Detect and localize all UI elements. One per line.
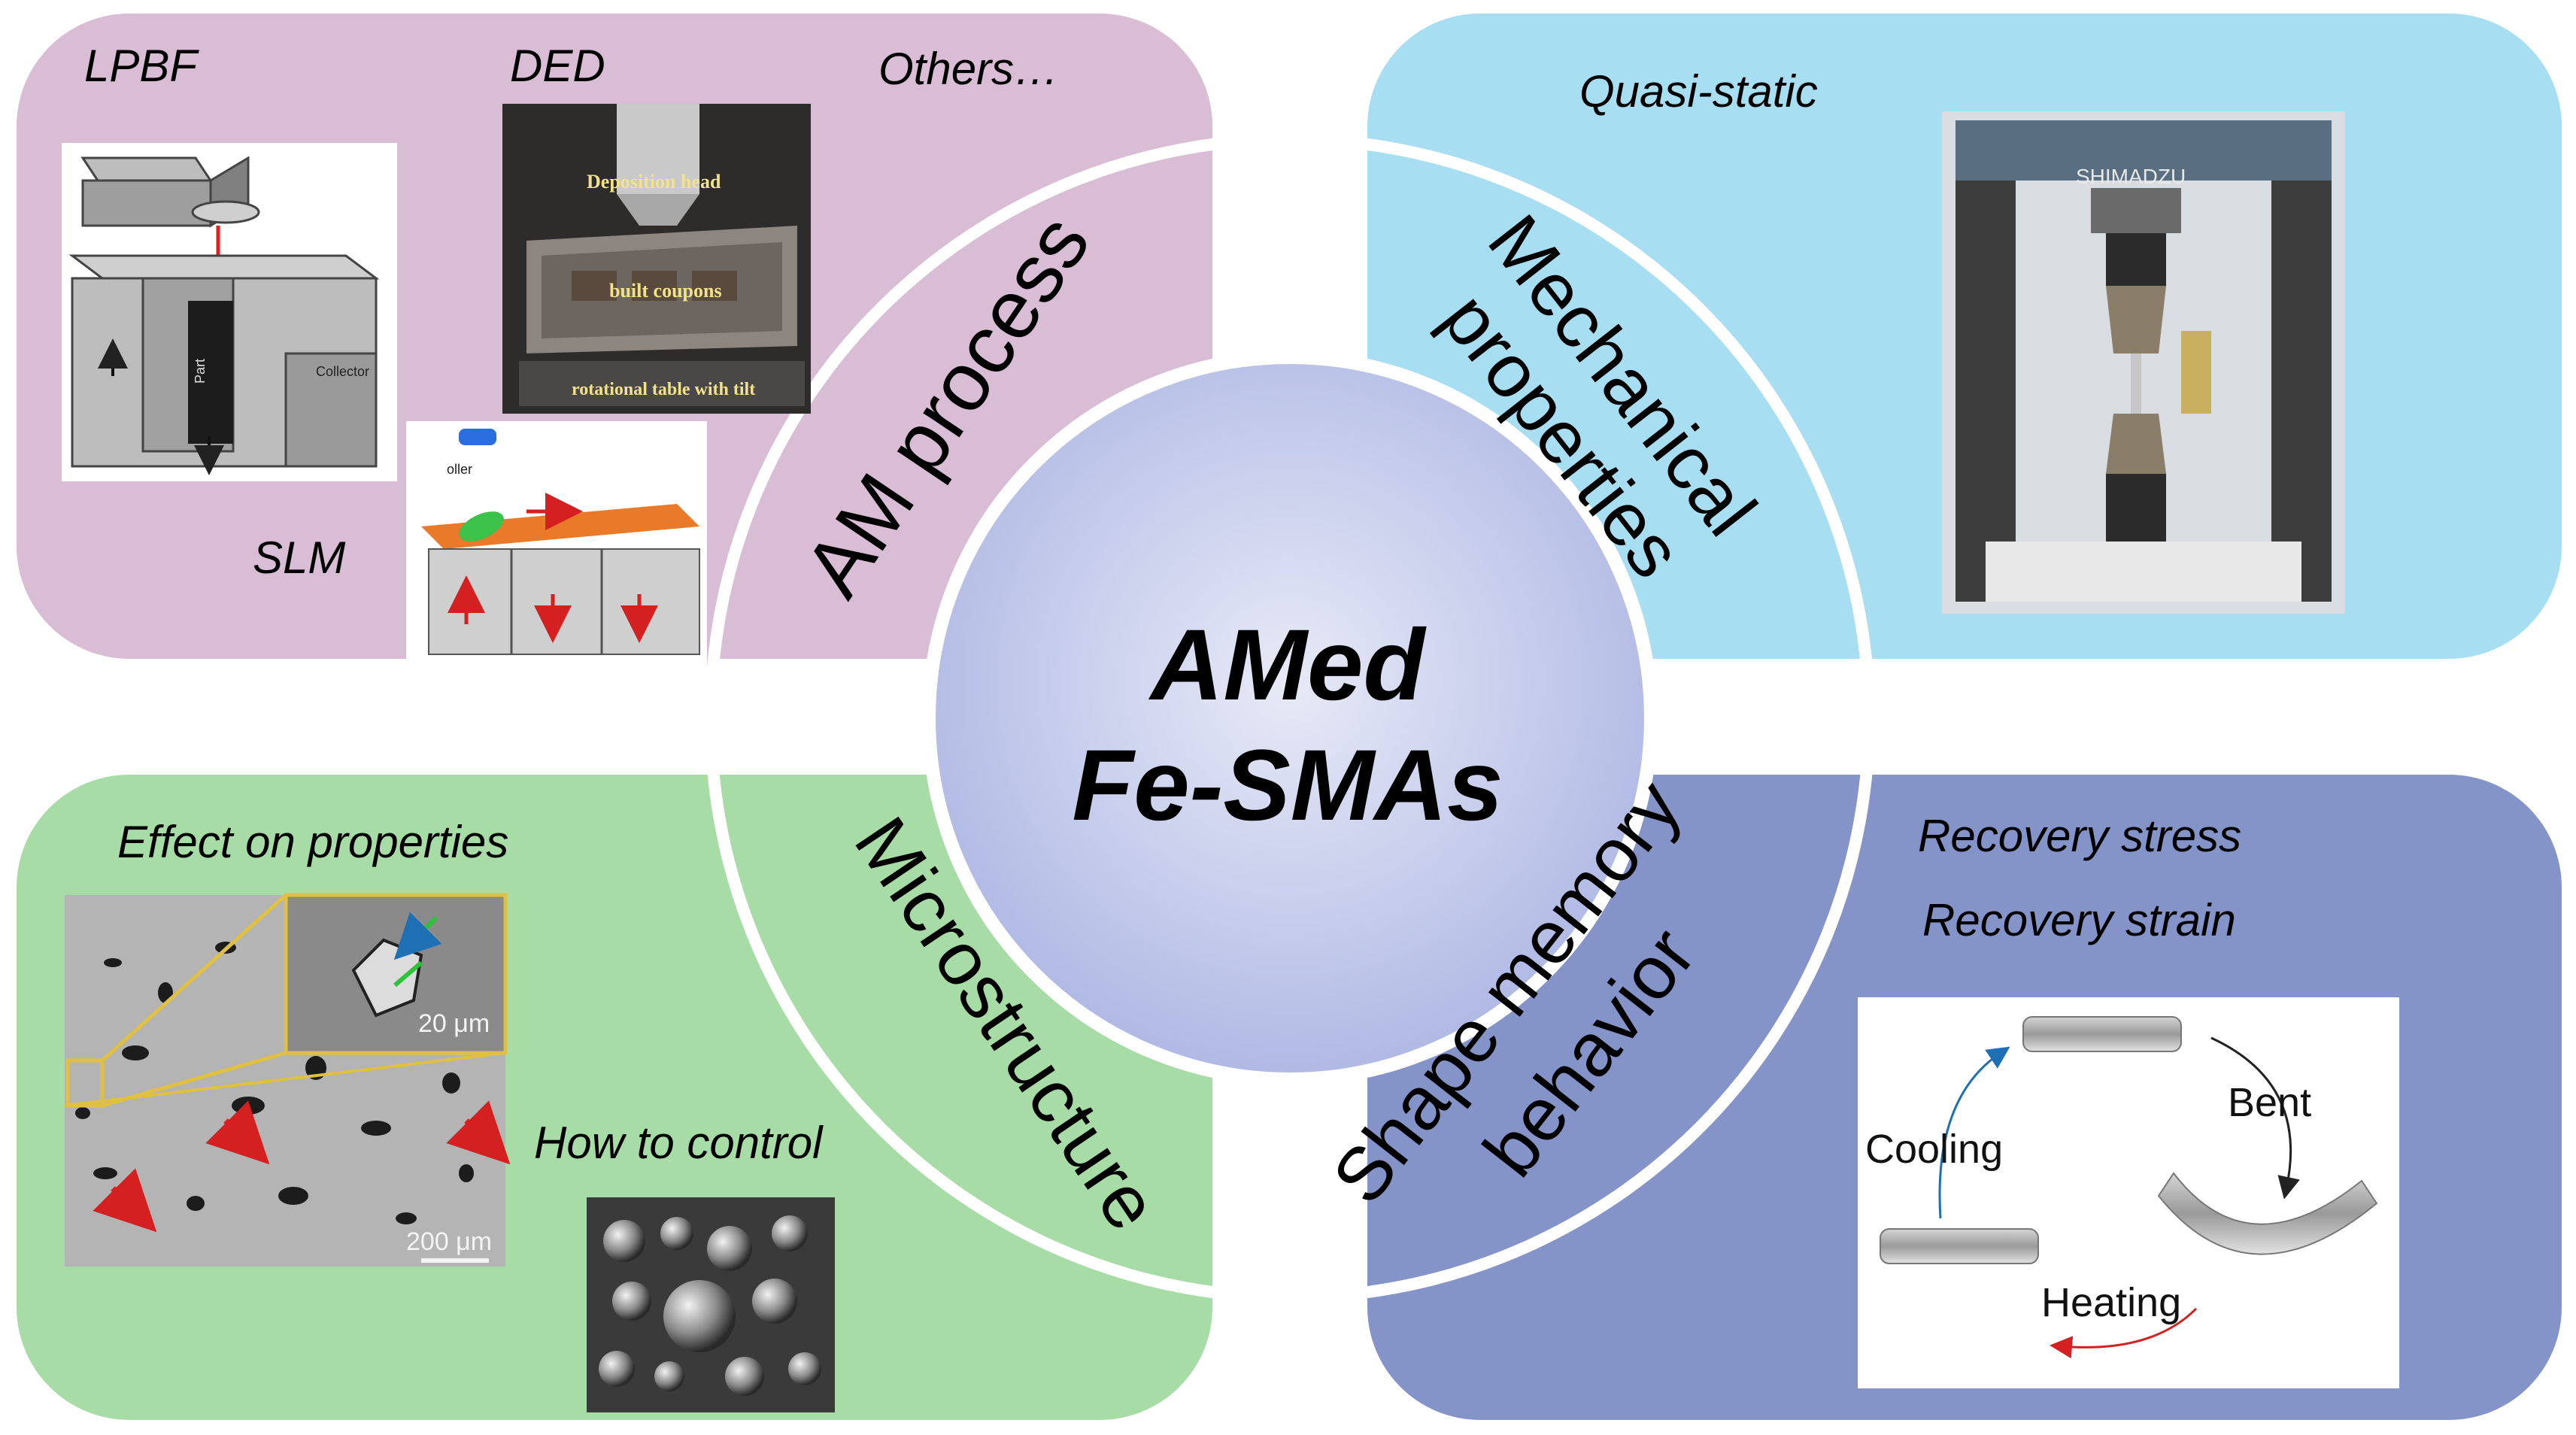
slm-roller-text: oller (447, 462, 472, 477)
testing-machine-photo: SHIMADZU (1942, 111, 2345, 614)
bent-bar (2157, 1172, 2378, 1255)
powder-sem-image (587, 1197, 835, 1412)
center-title-line1: AMed (1148, 609, 1428, 721)
lpbf-part-text: Part (193, 359, 208, 384)
straight-bar-top (2022, 1016, 2182, 1052)
machine-brand-text: SHIMADZU (2076, 165, 2186, 188)
lpbf-collector-text: Collector (316, 364, 369, 379)
scale-200um-text: 200 μm (406, 1227, 492, 1256)
ded-coupons-text: built coupons (609, 280, 722, 302)
center-circle (922, 350, 1658, 1086)
slm-label: SLM (253, 532, 345, 583)
ded-photo: Deposition head built coupons rotational… (502, 104, 811, 414)
slm-sketch: oller (406, 421, 707, 660)
center-title-line2: Fe-SMAs (1072, 730, 1503, 842)
scale-20um-text: 20 μm (418, 1009, 490, 1038)
heating-text: Heating (2041, 1280, 2181, 1325)
recovery-strain-label: Recovery strain (1922, 895, 2236, 945)
others-label: Others… (878, 44, 1059, 94)
lpbf-label: LPBF (84, 41, 199, 91)
lpbf-sketch: Part Collector (62, 143, 397, 481)
cooling-text: Cooling (1865, 1127, 2003, 1172)
ded-table-text: rotational table with tilt (572, 380, 755, 399)
effect-on-properties-label: Effect on properties (117, 817, 508, 867)
ded-head-text: Deposition head (587, 171, 721, 193)
how-to-control-label: How to control (534, 1118, 824, 1168)
recovery-stress-label: Recovery stress (1918, 811, 2241, 861)
sem-micrograph: 20 μm 200 μm (64, 893, 511, 1267)
quasi-static-label: Quasi-static (1579, 66, 1818, 117)
bent-text: Bent (2228, 1080, 2311, 1125)
ded-label: DED (510, 41, 605, 91)
shape-memory-cycle: Bent Cooling Heating (1858, 997, 2399, 1388)
straight-bar-bottom (1880, 1228, 2039, 1264)
